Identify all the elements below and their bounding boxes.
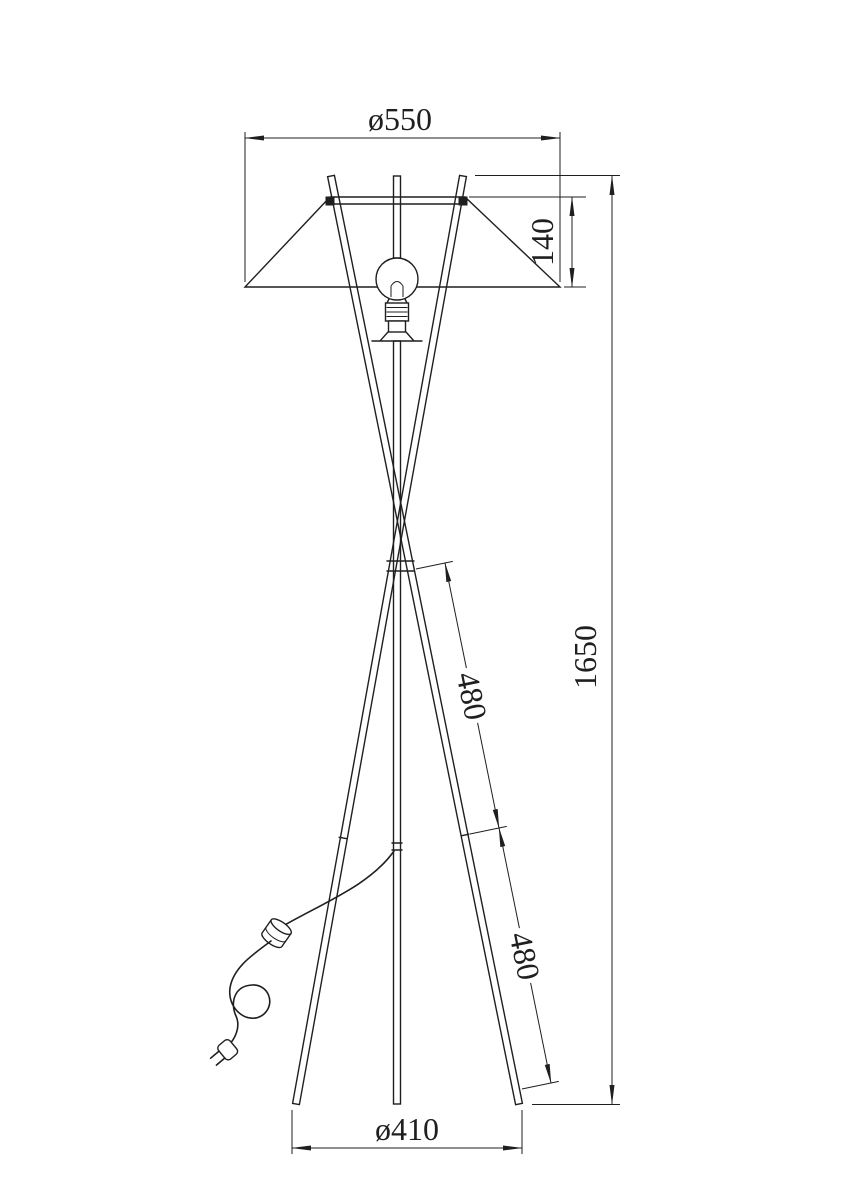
leg-front-right [326,174,524,1106]
leg-front-left [291,174,468,1106]
power-cord-assembly [209,850,395,1066]
leg-binding-band [386,560,415,572]
extension-line [415,560,453,570]
center-pole-upper [392,175,402,259]
dimension-line [477,722,500,829]
power-plug [209,1038,239,1066]
extension-line [469,825,507,835]
bulb-filament [390,281,404,297]
light-bulb [371,257,423,342]
shade-clamp-right [458,196,468,206]
shade-outline [243,196,562,288]
socket-bracket [371,331,423,342]
cord-upper [282,850,395,927]
bulb-glass [375,257,419,301]
dim-shade-diameter: ø550 [244,101,561,282]
dim-leg-sections: 480 480 [415,560,559,1090]
socket-collar [387,320,407,333]
extension-line [521,1080,559,1090]
dim-label-upper-leg-section: 480 [450,669,495,723]
shade-clamp-left [325,196,335,206]
dim-total-height: 1650 [475,175,620,1105]
inline-switch [261,918,293,949]
leg-joint-right [460,833,470,837]
center-pole-lower [392,340,402,1105]
dim-label-total-height: 1650 [567,625,603,689]
leg-joint-left [338,836,348,840]
cord-coil [227,940,272,1047]
socket-threads [386,307,408,317]
center-pole-joint [391,842,403,851]
dim-base-diameter: ø410 [291,1110,523,1154]
dimension-line [530,982,552,1084]
dim-label-shade-diameter: ø550 [368,101,432,137]
dim-label-shade-height: 140 [524,218,560,266]
lamp-shade [243,196,562,288]
dim-label-base-diameter: ø410 [375,1111,439,1147]
dim-shade-height: 140 [469,196,586,288]
dimension-line [498,827,520,929]
dim-label-lower-leg-section: 480 [503,929,548,983]
dimension-line [444,562,467,669]
